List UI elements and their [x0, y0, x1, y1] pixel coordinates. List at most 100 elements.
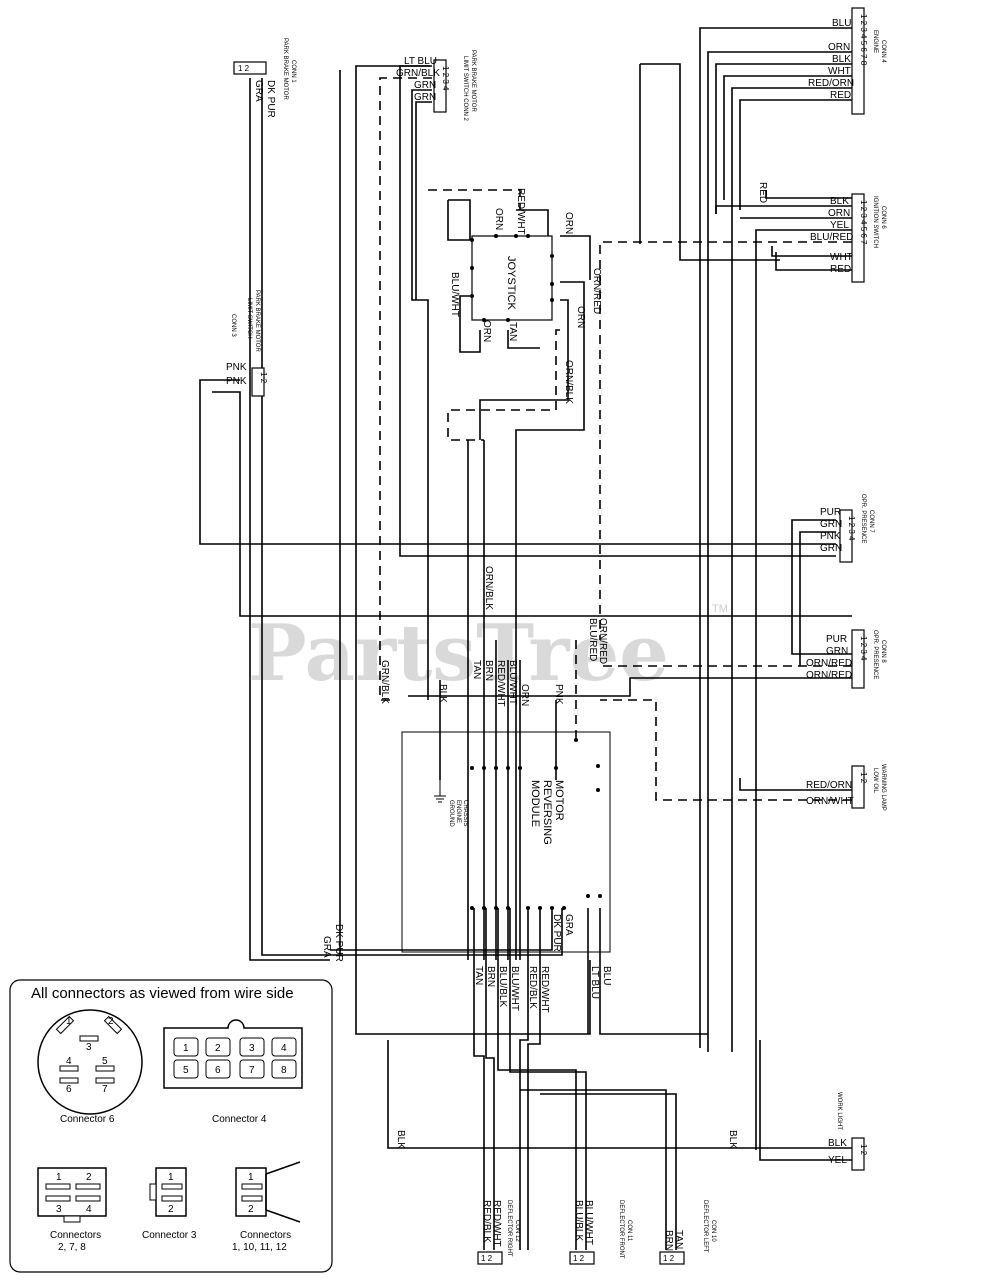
connectors-278-label-b: 2, 7, 8	[58, 1242, 86, 1253]
connector-opr-presence-7: 1 2 3 4 OPR. PRESENCE CONN 7 PUR GRN PNK…	[820, 494, 874, 563]
pbm-title: PARK BRAKE MOTOR	[282, 38, 288, 100]
connector-6-label: Connector 6	[60, 1114, 115, 1125]
svg-text:6: 6	[215, 1065, 221, 1076]
wire-label: DK PUR	[333, 924, 344, 962]
wire-label: GRN	[820, 519, 842, 530]
wire-label: BLK	[437, 684, 448, 703]
svg-text:1: 1	[56, 1172, 62, 1183]
wire-label: ORN	[563, 212, 574, 234]
wire-label: TAN	[473, 966, 484, 985]
connector-low-oil: 1 2 LOW OIL WARNING LAMP RED/ORN ORN/WHT	[806, 764, 886, 811]
opr1-conn: CONN 7	[868, 510, 874, 533]
connector-park-brake-limit-3: 1 2 PARK BRAKE MOTOR LIMIT SWITCH CONN 3…	[226, 290, 268, 397]
deff-conn: CON 11	[626, 1220, 632, 1242]
svg-text:1 2: 1 2	[663, 1254, 675, 1263]
pbl3-sub: LIMIT SWITCH	[246, 298, 252, 339]
ground-label: ENGINE	[455, 800, 461, 823]
svg-text:1 2: 1 2	[238, 64, 250, 73]
connector-engine: 1 2 3 4 5 6 7 8 ENGINE CONN 4 BLU ORN BL…	[808, 7, 886, 115]
svg-text:1: 1	[183, 1043, 189, 1054]
connectors-1-label-a: Connectors	[240, 1230, 291, 1241]
pbm-conn: CONN 1	[290, 60, 296, 83]
wire-label: ORN/WHT	[806, 796, 854, 807]
connector-deflector-front: 1 2 BLU/BLK BLU/WHT DEFLECTOR FRONT CON …	[569, 1200, 632, 1265]
wire-label: ORN	[575, 306, 586, 328]
ground-label: CHASSIS	[462, 800, 468, 826]
wire-label: RED/WHT	[495, 660, 506, 707]
wire-label: BLU/WHT	[507, 660, 518, 705]
svg-text:6: 6	[66, 1084, 72, 1095]
wire-label: BRN	[483, 660, 494, 681]
wire-label: GRA	[253, 80, 264, 102]
wire-label: BLK	[830, 196, 849, 207]
wire-label: GRA	[563, 914, 574, 936]
defl-title: DEFLECTOR LEFT	[702, 1200, 708, 1253]
wire-label: BLU/WHT	[583, 1200, 594, 1245]
connector-4-label: Connector 4	[212, 1114, 267, 1125]
svg-text:3: 3	[86, 1042, 92, 1053]
engine-title: ENGINE	[872, 30, 878, 53]
deff-title: DEFLECTOR FRONT	[618, 1200, 624, 1259]
ignition-title: IGNITION SWITCH	[872, 196, 878, 248]
watermark: PartsTree	[248, 608, 669, 699]
wire-label: GRN/BLK	[396, 68, 440, 79]
wire-label: RED/WHT	[539, 966, 550, 1013]
connector-3-icon: 12	[149, 1167, 187, 1217]
svg-text:5: 5	[102, 1056, 108, 1067]
wire-label: DK PUR	[551, 914, 562, 952]
wire-label: BLK	[828, 1138, 847, 1149]
svg-text:1 2 3 4 5 6 7: 1 2 3 4 5 6 7	[859, 200, 868, 245]
wire-label: BLU/RED	[587, 618, 598, 661]
svg-text:1 2 3 4: 1 2 3 4	[847, 516, 856, 541]
lowoil-sub: WARNING LAMP	[880, 764, 886, 811]
opr2-title: OPR. PRESENCE	[872, 630, 878, 679]
wire-label: ORN/RED	[597, 618, 608, 664]
wire-label: TAN	[507, 322, 518, 341]
wire-label: RED	[830, 264, 851, 275]
wire-label: GRN	[414, 92, 436, 103]
wire-label: DK PUR	[265, 80, 276, 118]
svg-text:1: 1	[248, 1172, 254, 1183]
joystick-title: JOYSTICK	[505, 256, 517, 310]
wire-label: GRA	[321, 936, 332, 958]
wire-label: BLK	[727, 1130, 738, 1149]
wire-label: PUR	[826, 634, 847, 645]
svg-text:1: 1	[168, 1172, 174, 1183]
wire-label: LT BLU	[589, 966, 600, 999]
defl-conn: CON 10	[710, 1220, 716, 1242]
svg-text:2: 2	[168, 1204, 174, 1215]
pbl2-conn: LIMIT SWITCH CONN 2	[462, 56, 468, 122]
worklight-title: WORK LIGHT	[836, 1092, 842, 1130]
ground-label: GROUND	[448, 800, 454, 827]
wire-label: BRN	[485, 966, 496, 987]
pbl3-title: PARK BRAKE MOTOR	[254, 290, 260, 352]
wire-label: ORN/BLK	[483, 566, 494, 610]
pbl3-conn: CONN 3	[230, 314, 236, 337]
joystick: JOYSTICK RED/WHT ORN ORN BLU/WHT ORN TAN…	[449, 188, 602, 404]
connector-opr-presence-8: 1 2 3 4 OPR. PRESENCE CONN 8 PUR GRN ORN…	[806, 629, 886, 689]
svg-text:2: 2	[108, 1016, 114, 1027]
wire-label: RED/BLK	[527, 966, 538, 1009]
wire-label: PNK	[820, 531, 841, 542]
opr2-conn: CONN 8	[880, 640, 886, 663]
module-title-3: MODULE	[529, 780, 541, 827]
connectors-278-label-a: Connectors	[50, 1230, 101, 1241]
connector-park-brake-motor: 1 2 PARK BRAKE MOTOR CONN 1 GRA DK PUR	[233, 38, 296, 118]
module-title-1: MOTOR	[553, 780, 565, 821]
module-title-2: REVERSING	[541, 780, 553, 845]
wire-label: PNK	[226, 376, 247, 387]
svg-text:7: 7	[249, 1065, 255, 1076]
wire-label: ORN	[481, 320, 492, 342]
wire-label: RED	[830, 90, 851, 101]
wire-label: LT BLU	[404, 56, 437, 67]
engine-conn: CONN 4	[880, 40, 886, 63]
svg-text:1 2: 1 2	[259, 372, 268, 384]
connector-ignition-switch: 1 2 3 4 5 6 7 IGNITION SWITCH CONN 6 BLK…	[810, 193, 886, 283]
wire-label: PUR	[820, 507, 841, 518]
svg-text:4: 4	[86, 1204, 92, 1215]
wire-label: BLU	[832, 18, 851, 29]
svg-text:2: 2	[248, 1204, 254, 1215]
